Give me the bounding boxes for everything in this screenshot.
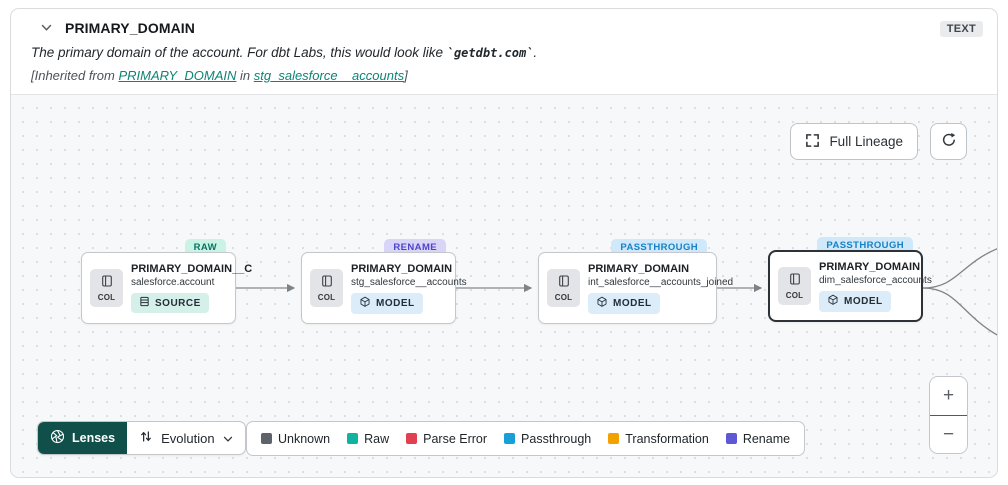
node-card-selected[interactable]: COL PRIMARY_DOMAIN dim_salesforce_accoun…	[768, 250, 932, 322]
column-chip: COL	[547, 269, 580, 307]
inherited-model-link[interactable]: stg_salesforce__accounts	[253, 68, 405, 83]
node-subtitle: int_salesforce__accounts_joined	[588, 276, 734, 288]
lineage-node-dim-selected: PASSTHROUGH COL PRIMARY_DOMAIN dim_sales…	[768, 237, 932, 322]
lineage-node-source: RAW COL PRIMARY_DOMAIN__C salesforce.acc…	[81, 239, 253, 324]
refresh-button[interactable]	[930, 123, 967, 160]
zoom-out-button[interactable]: −	[930, 415, 967, 453]
zoom-in-button[interactable]: +	[930, 377, 967, 415]
legend-item: Unknown	[261, 432, 330, 446]
node-card[interactable]: COL PRIMARY_DOMAIN int_salesforce__accou…	[538, 252, 734, 324]
full-lineage-button[interactable]: Full Lineage	[790, 123, 918, 160]
resource-badge: MODEL	[351, 292, 423, 314]
legend-item: Parse Error	[406, 432, 487, 446]
node-card[interactable]: COL PRIMARY_DOMAIN__C salesforce.account…	[81, 252, 253, 324]
legend-swatch	[725, 433, 737, 444]
evolution-legend: Unknown Raw Parse Error Passthrough Tran…	[246, 421, 806, 456]
node-subtitle: stg_salesforce__accounts	[351, 276, 467, 288]
chevron-down-icon[interactable]	[41, 24, 52, 32]
node-title: PRIMARY_DOMAIN	[588, 262, 690, 275]
lineage-node-intermediate: PASSTHROUGH COL PRIMARY_DOMAIN int_sales…	[538, 239, 734, 324]
inline-code: `getdbt.com`	[446, 46, 534, 60]
legend-item: Passthrough	[504, 432, 591, 446]
legend-item: Rename	[725, 432, 790, 446]
resource-badge: MODEL	[819, 290, 891, 312]
model-icon	[827, 294, 839, 309]
chevron-down-icon	[223, 431, 233, 446]
column-icon	[558, 274, 570, 292]
source-icon	[139, 296, 150, 310]
lens-selector-dropdown[interactable]: Evolution	[127, 422, 244, 454]
node-title: PRIMARY_DOMAIN__C	[131, 263, 253, 275]
legend-swatch	[347, 433, 359, 444]
column-lineage-panel: PRIMARY_DOMAIN TEXT The primary domain o…	[10, 8, 998, 478]
lineage-edges	[236, 248, 997, 336]
legend-swatch	[406, 433, 418, 444]
model-icon	[596, 296, 608, 311]
column-description: The primary domain of the account. For d…	[31, 45, 538, 60]
node-card[interactable]: COL PRIMARY_DOMAIN stg_salesforce__accou…	[301, 252, 467, 324]
legend-swatch	[261, 433, 272, 444]
column-name: PRIMARY_DOMAIN	[65, 20, 195, 36]
node-title: PRIMARY_DOMAIN	[819, 260, 921, 273]
evolution-arrows-icon	[139, 429, 153, 447]
lineage-canvas[interactable]: Full Lineage RAW COL PRIMA	[11, 94, 997, 477]
inherited-column-link[interactable]: PRIMARY_DOMAIN	[118, 68, 237, 83]
column-type-badge: TEXT	[939, 21, 983, 37]
selected-lens-label: Evolution	[161, 430, 215, 446]
column-icon	[321, 274, 333, 292]
lenses-control: Lenses Evolution	[37, 421, 246, 455]
canvas-toolbar: Full Lineage	[790, 123, 967, 160]
node-subtitle: salesforce.account	[131, 277, 215, 288]
lenses-button[interactable]: Lenses	[38, 422, 128, 454]
node-subtitle: dim_salesforce_accounts	[819, 274, 932, 286]
legend-swatch	[608, 433, 620, 444]
lens-aperture-icon	[50, 429, 65, 447]
column-chip: COL	[90, 269, 123, 307]
model-icon	[359, 296, 371, 311]
zoom-controls: + −	[929, 376, 968, 454]
refresh-icon	[941, 132, 957, 151]
resource-badge: SOURCE	[131, 293, 209, 313]
expand-icon	[805, 133, 820, 151]
column-chip: COL	[778, 267, 811, 305]
legend-item: Transformation	[608, 432, 709, 446]
column-chip: COL	[310, 269, 343, 307]
column-icon	[101, 274, 113, 292]
node-title: PRIMARY_DOMAIN	[351, 262, 453, 275]
column-icon	[789, 272, 801, 290]
column-header: PRIMARY_DOMAIN TEXT The primary domain o…	[11, 9, 997, 94]
legend-item: Raw	[347, 432, 389, 446]
lineage-node-staging: RENAME COL PRIMARY_DOMAIN stg_salesforce…	[301, 239, 467, 324]
legend-swatch	[504, 433, 516, 444]
resource-badge: MODEL	[588, 292, 660, 314]
inherited-note: [Inherited from PRIMARY_DOMAIN in stg_sa…	[31, 68, 408, 83]
